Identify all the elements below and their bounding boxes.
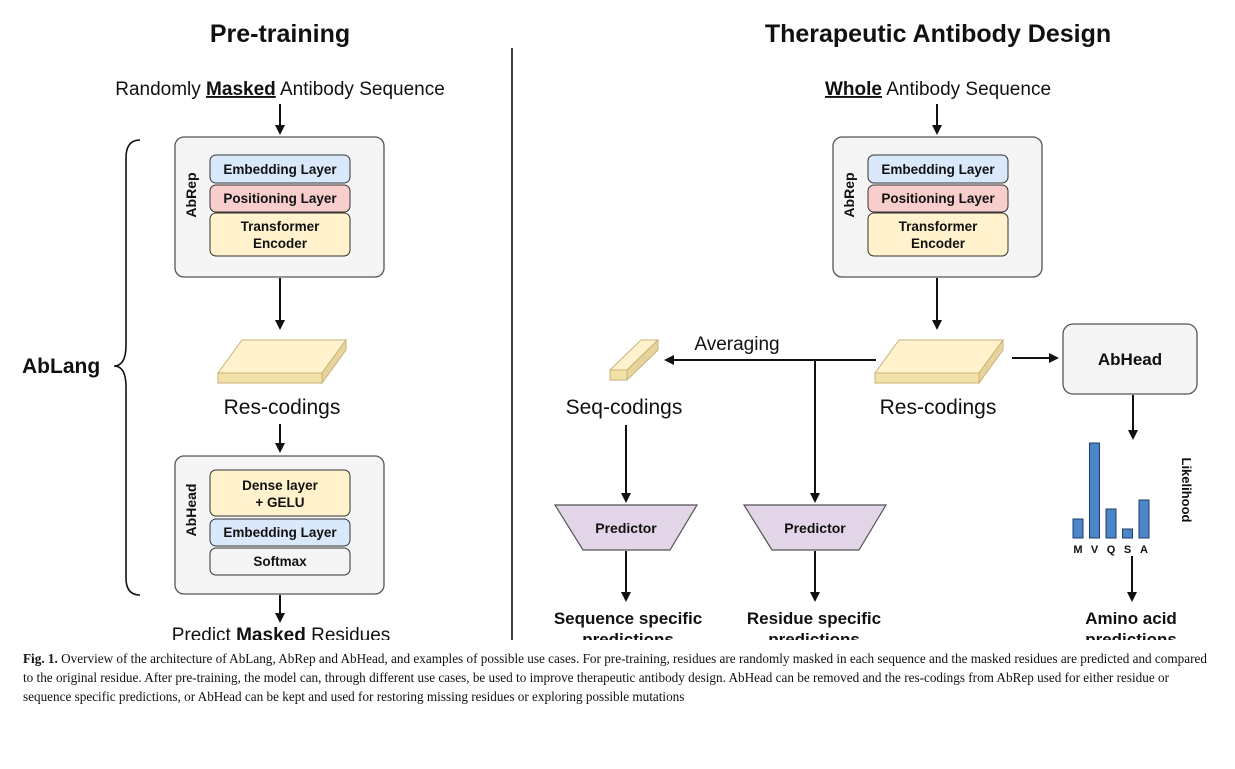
transformer-label-line1: Transformer <box>241 219 321 234</box>
right-transformer-line1: Transformer <box>899 219 979 234</box>
dense-layer <box>209 469 351 517</box>
likelihood-bar-m <box>1072 518 1084 539</box>
right-abhead-label: AbHead <box>1098 350 1162 369</box>
likelihood-bar-s <box>1122 528 1133 539</box>
likelihood-tick-a: A <box>1140 544 1148 556</box>
whole-sequence-input: Whole Antibody Sequence <box>825 79 1051 100</box>
aa-output-line1: Amino acid <box>1085 609 1177 628</box>
sequence-predictor <box>553 504 699 551</box>
likelihood-bar-q <box>1105 508 1117 539</box>
abhead-embedding-layer <box>209 518 351 547</box>
rescodings-slab <box>217 338 347 385</box>
right-abrep-label: AbRep <box>841 172 857 217</box>
right-embedding-label: Embedding Layer <box>881 162 995 177</box>
ablang-brace <box>113 139 141 596</box>
input-whole-emph: Whole <box>825 79 882 100</box>
predict-masked-output: Predict Masked Residues <box>172 625 391 640</box>
ablang-label: AbLang <box>22 355 100 378</box>
likelihood-bar-a <box>1138 499 1150 539</box>
right-positioning-layer <box>867 184 1009 213</box>
therapeutic-title: Therapeutic Antibody Design <box>765 20 1111 48</box>
abhead-embedding-label: Embedding Layer <box>223 525 337 540</box>
output-masked-emph: Masked <box>236 625 306 640</box>
softmax-label: Softmax <box>253 554 307 569</box>
pretraining-title: Pre-training <box>210 20 350 48</box>
right-rescodings-label: Res-codings <box>880 396 997 419</box>
sequence-output-line2: predictions <box>582 630 674 640</box>
likelihood-tick-s: S <box>1124 544 1131 556</box>
right-transformer-line2: Encoder <box>911 236 966 251</box>
likelihood-tick-v: V <box>1091 544 1099 556</box>
right-abhead-box <box>1062 323 1198 395</box>
seqcodings-bar <box>608 338 660 382</box>
residue-output-line2: predictions <box>768 630 860 640</box>
likelihood-label: Likelihood <box>1179 458 1194 523</box>
transformer-label-line2: Encoder <box>253 236 308 251</box>
dense-layer-label-line2: + GELU <box>255 495 304 510</box>
right-input-suffix: Antibody Sequence <box>882 79 1051 100</box>
abrep-label: AbRep <box>183 172 199 217</box>
input-suffix: Antibody Sequence <box>276 79 445 100</box>
aa-output-line2: predictions <box>1085 630 1177 640</box>
transformer-encoder <box>209 212 351 257</box>
positioning-layer <box>209 184 351 213</box>
embedding-layer-label: Embedding Layer <box>223 162 337 177</box>
output-prefix: Predict <box>172 625 236 640</box>
masked-sequence-input: Randomly Masked Antibody Sequence <box>115 79 445 100</box>
positioning-layer-label: Positioning Layer <box>223 191 337 206</box>
rescodings-label: Res-codings <box>224 396 341 419</box>
embedding-layer <box>209 154 351 184</box>
figure-caption: Fig. 1. Overview of the architecture of … <box>23 649 1213 706</box>
likelihood-bar-v <box>1089 442 1100 539</box>
likelihood-tick-q: Q <box>1107 544 1116 556</box>
seqcodings-label: Seq-codings <box>566 396 683 419</box>
right-transformer-encoder <box>867 212 1009 257</box>
input-prefix: Randomly <box>115 79 206 100</box>
right-positioning-label: Positioning Layer <box>881 191 995 206</box>
architecture-figure: Pre-training Randomly Masked Antibody Se… <box>22 20 1198 640</box>
residue-output-line1: Residue specific <box>747 609 881 628</box>
sequence-output-line1: Sequence specific <box>554 609 702 628</box>
residue-predictor <box>742 504 888 551</box>
output-suffix: Residues <box>306 625 391 640</box>
softmax-layer <box>209 547 351 576</box>
likelihood-tick-m: M <box>1073 544 1082 556</box>
averaging-label: Averaging <box>694 334 779 355</box>
right-rescodings-slab <box>874 338 1004 385</box>
sequence-predictor-label: Predictor <box>595 520 657 536</box>
figure-caption-label: Fig. 1. <box>23 651 58 666</box>
right-embedding-layer <box>867 154 1009 184</box>
residue-predictor-label: Predictor <box>784 520 846 536</box>
abhead-label: AbHead <box>183 484 199 537</box>
dense-layer-label-line1: Dense layer <box>242 478 319 493</box>
figure-caption-text: Overview of the architecture of AbLang, … <box>23 651 1207 704</box>
input-masked-emph: Masked <box>206 79 276 100</box>
